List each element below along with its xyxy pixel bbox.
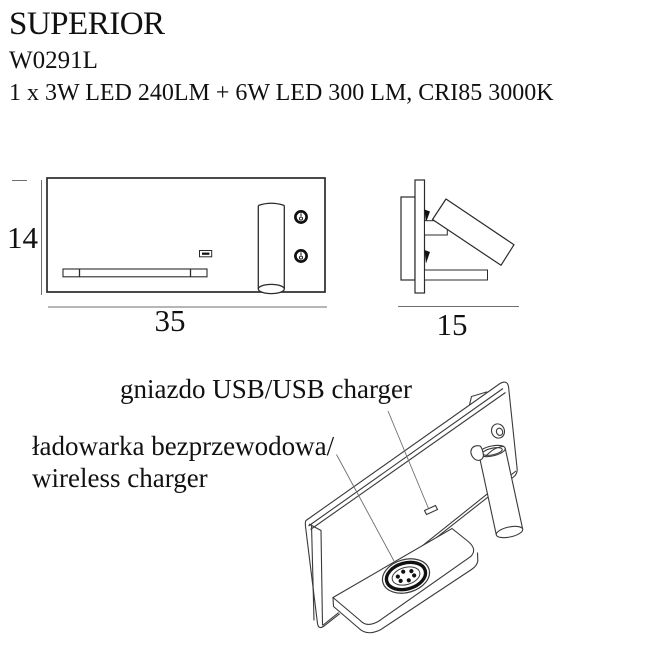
perspective-view-drawing — [304, 381, 524, 634]
clip-top — [424, 209, 430, 223]
dimension-height-value: 14 — [7, 220, 38, 255]
front-body-outline — [46, 177, 326, 293]
wireless-charger-pad — [381, 558, 431, 594]
product-spec-line: 1 x 3W LED 240LM + 6W LED 300 LM, CRI85 … — [9, 80, 554, 106]
shelf-side — [424, 269, 488, 281]
reading-lamp-side — [431, 198, 515, 266]
switch-button-bottom-icon — [294, 249, 308, 263]
screw-hole-icon — [490, 423, 506, 439]
wireless-leader-line — [336, 454, 395, 562]
product-title: SUPERIOR — [9, 6, 165, 42]
wall-box-side — [400, 196, 416, 281]
usb-port-perspective — [423, 504, 439, 516]
side-view-drawing — [398, 179, 519, 307]
shelf-front-edge — [62, 268, 208, 278]
reading-lamp-front — [257, 202, 285, 295]
lamp-joint-knuckle — [470, 445, 484, 461]
charger-contact-dots — [395, 569, 417, 583]
dimension-depth-value: 15 — [436, 307, 468, 342]
wireless-charger-label: ładowarka bezprzewodowa/ wireless charge… — [32, 430, 362, 494]
front-plate-side — [414, 179, 426, 294]
usb-leader-line — [387, 410, 429, 509]
reading-lamp-cylinder — [470, 444, 524, 539]
wireless-charger-label-en: wireless charger — [32, 463, 208, 493]
usb-port-icon — [199, 250, 213, 258]
clip-bottom — [424, 250, 430, 264]
wireless-charger-label-pl: ładowarka bezprzewodowa/ — [32, 431, 335, 461]
product-model: W0291L — [9, 47, 98, 74]
dimension-width-value: 35 — [154, 303, 186, 338]
usb-charger-label: gniazdo USB/USB charger — [120, 374, 412, 404]
switch-button-top-icon — [294, 210, 308, 224]
front-view-drawing — [12, 177, 327, 308]
